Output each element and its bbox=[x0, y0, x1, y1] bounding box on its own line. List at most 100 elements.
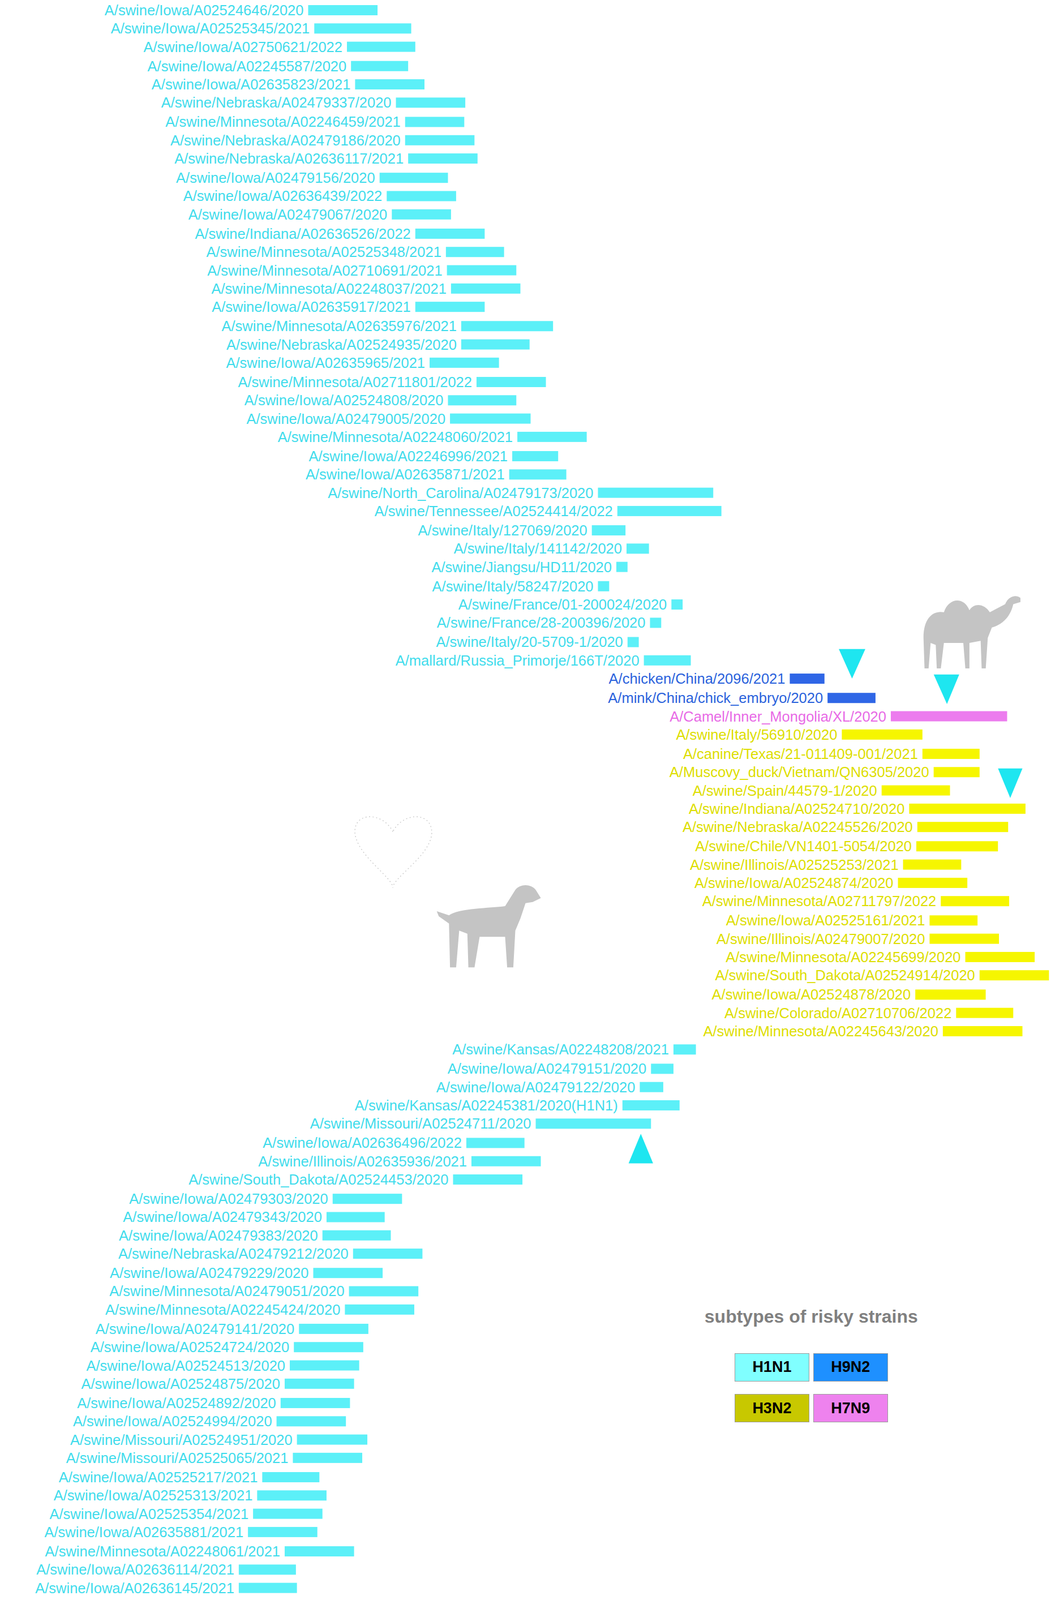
strain-label: A/swine/Kansas/A02245381/2020(H1N1) bbox=[354, 1097, 619, 1113]
strain-label: A/swine/Italy/58247/2020 bbox=[432, 578, 594, 594]
strain-label: A/swine/Iowa/A02524808/2020 bbox=[244, 392, 444, 408]
strain-label: A/swine/Iowa/A02525345/2021 bbox=[110, 20, 311, 36]
strain-bar bbox=[929, 915, 978, 926]
strain-label: A/swine/Indiana/A02636526/2022 bbox=[194, 226, 411, 242]
strain-label: A/swine/Minnesota/A02248037/2021 bbox=[211, 281, 446, 297]
strain-label: A/swine/Iowa/A02479141/2020 bbox=[95, 1321, 295, 1337]
strain-bar bbox=[617, 505, 722, 517]
legend-text: H9N2 bbox=[830, 1358, 870, 1376]
strain-label: A/swine/Iowa/A02524994/2020 bbox=[73, 1413, 273, 1429]
strain-bar bbox=[933, 766, 980, 778]
strain-label: A/chicken/China/2096/2021 bbox=[608, 671, 786, 686]
strain-bar bbox=[955, 1007, 1014, 1019]
strain-label: A/swine/Iowa/A02479122/2020 bbox=[436, 1079, 636, 1095]
marker-triangle bbox=[997, 768, 1023, 799]
strain-bar bbox=[881, 785, 951, 796]
strain-label: A/swine/Iowa/A02479151/2020 bbox=[447, 1061, 647, 1076]
strain-bar bbox=[841, 729, 922, 740]
strain-label: A/swine/Iowa/A02479229/2020 bbox=[109, 1265, 310, 1281]
strain-label: A/swine/Iowa/A02524875/2020 bbox=[80, 1376, 281, 1392]
strain-label: A/swine/Colorado/A02710706/2022 bbox=[724, 1005, 952, 1021]
strain-bar bbox=[535, 1118, 652, 1129]
strain-label: A/swine/Nebraska/A02479212/2020 bbox=[118, 1246, 349, 1261]
strain-label: A/swine/Iowa/A02636114/2021 bbox=[36, 1562, 235, 1577]
strain-label: A/swine/Iowa/A02479383/2020 bbox=[118, 1228, 319, 1243]
strain-label: A/swine/Nebraska/A02636117/2021 bbox=[174, 151, 404, 166]
strain-label: A/swine/Italy/141142/2020 bbox=[453, 541, 622, 556]
strain-bar bbox=[238, 1583, 298, 1594]
strain-label: A/swine/Minnesota/A02245424/2020 bbox=[105, 1302, 341, 1318]
strain-label: A/swine/Nebraska/A02524935/2020 bbox=[226, 337, 457, 353]
strain-label: A/swine/Minnesota/A02710691/2021 bbox=[207, 263, 443, 278]
strain-label: A/swine/Iowa/A02524874/2020 bbox=[694, 875, 894, 891]
strain-bar bbox=[940, 895, 1010, 907]
strain-label: A/swine/Kansas/A02248208/2021 bbox=[452, 1041, 669, 1057]
strain-bar bbox=[917, 821, 1008, 832]
strain-bar bbox=[391, 209, 452, 220]
strain-bar bbox=[280, 1397, 351, 1409]
strain-label: A/swine/Minnesota/A02711801/2022 bbox=[237, 374, 473, 390]
strain-label: A/swine/Minnesota/A02245699/2020 bbox=[725, 949, 961, 965]
legend-swatch: H9N2 bbox=[813, 1353, 889, 1382]
legend-text: H1N1 bbox=[752, 1358, 792, 1376]
strain-bar bbox=[396, 97, 466, 108]
strain-bar bbox=[616, 562, 628, 573]
strain-bar bbox=[627, 636, 639, 647]
legend-title: subtypes of risky strains bbox=[704, 1306, 918, 1327]
strain-label: A/swine/Indiana/A02524710/2020 bbox=[688, 801, 905, 817]
strain-bar bbox=[247, 1526, 318, 1538]
strain-bar bbox=[449, 413, 531, 424]
strain-label: A/swine/Iowa/A02479067/2020 bbox=[188, 207, 388, 222]
strain-label: A/Camel/Inner_Mongolia/XL/2020 bbox=[669, 709, 887, 724]
strain-bar bbox=[447, 395, 517, 406]
strain-bar bbox=[451, 283, 521, 294]
strain-label: A/swine/Iowa/A02524878/2020 bbox=[711, 987, 912, 1002]
strain-label: A/swine/Iowa/A02525217/2021 bbox=[58, 1469, 259, 1485]
strain-bar bbox=[386, 190, 457, 201]
strain-bar bbox=[262, 1472, 320, 1483]
strain-bar bbox=[408, 153, 478, 164]
legend-swatch: H3N2 bbox=[734, 1393, 810, 1423]
strain-label: A/swine/Missouri/A02525065/2021 bbox=[66, 1450, 289, 1466]
strain-label: A/swine/Minnesota/A02246459/2021 bbox=[165, 114, 401, 130]
strain-label: A/swine/Minnesota/A02248061/2021 bbox=[45, 1543, 281, 1559]
strain-bar bbox=[452, 1174, 523, 1185]
strain-bar bbox=[890, 711, 1008, 722]
strain-bar bbox=[322, 1230, 392, 1241]
strain-label: A/swine/Nebraska/A02245526/2020 bbox=[682, 819, 913, 835]
strain-bar bbox=[942, 1026, 1023, 1037]
camel-silhouette bbox=[923, 595, 1021, 669]
strain-label: A/swine/Iowa/A02635823/2021 bbox=[151, 76, 351, 92]
strain-bar bbox=[509, 469, 567, 480]
strain-bar bbox=[379, 172, 449, 183]
strain-bar bbox=[592, 525, 626, 536]
strain-bar bbox=[256, 1490, 327, 1501]
strain-bar bbox=[622, 1100, 680, 1111]
bar-group bbox=[238, 5, 1050, 1594]
strain-bar bbox=[922, 748, 980, 759]
strain-label: A/swine/Minnesota/A02711797/2022 bbox=[702, 893, 937, 909]
strain-bar bbox=[276, 1416, 347, 1427]
strain-bar bbox=[898, 877, 968, 889]
strain-bar bbox=[979, 970, 1050, 981]
strain-bar bbox=[639, 1082, 663, 1093]
strain-bar bbox=[405, 135, 475, 146]
strain-label: A/swine/Illinois/A02635936/2021 bbox=[258, 1154, 467, 1169]
silhouettes bbox=[354, 595, 1023, 1164]
strain-label: A/swine/Chile/VN1401-5054/2020 bbox=[695, 838, 912, 854]
strain-label: A/swine/Iowa/A02525313/2021 bbox=[53, 1487, 253, 1503]
strain-label: A/swine/Italy/127069/2020 bbox=[418, 522, 588, 538]
strain-bar bbox=[312, 1267, 383, 1278]
strain-label: A/swine/Iowa/A02524646/2020 bbox=[104, 2, 304, 18]
strain-bar bbox=[353, 1248, 423, 1259]
strain-label: A/swine/Iowa/A02635917/2021 bbox=[211, 299, 411, 315]
strain-label: A/swine/Tennessee/A02524414/2022 bbox=[374, 503, 613, 519]
strain-label: A/swine/Iowa/A02524513/2020 bbox=[86, 1358, 286, 1374]
strain-bar bbox=[349, 1285, 419, 1297]
strain-bar bbox=[929, 933, 999, 945]
marker-triangle bbox=[838, 649, 866, 679]
strain-bar bbox=[284, 1378, 355, 1389]
strain-label: A/swine/North_Carolina/A02479173/2020 bbox=[327, 485, 594, 501]
strain-bar bbox=[293, 1341, 364, 1353]
strain-bar bbox=[466, 1137, 525, 1148]
